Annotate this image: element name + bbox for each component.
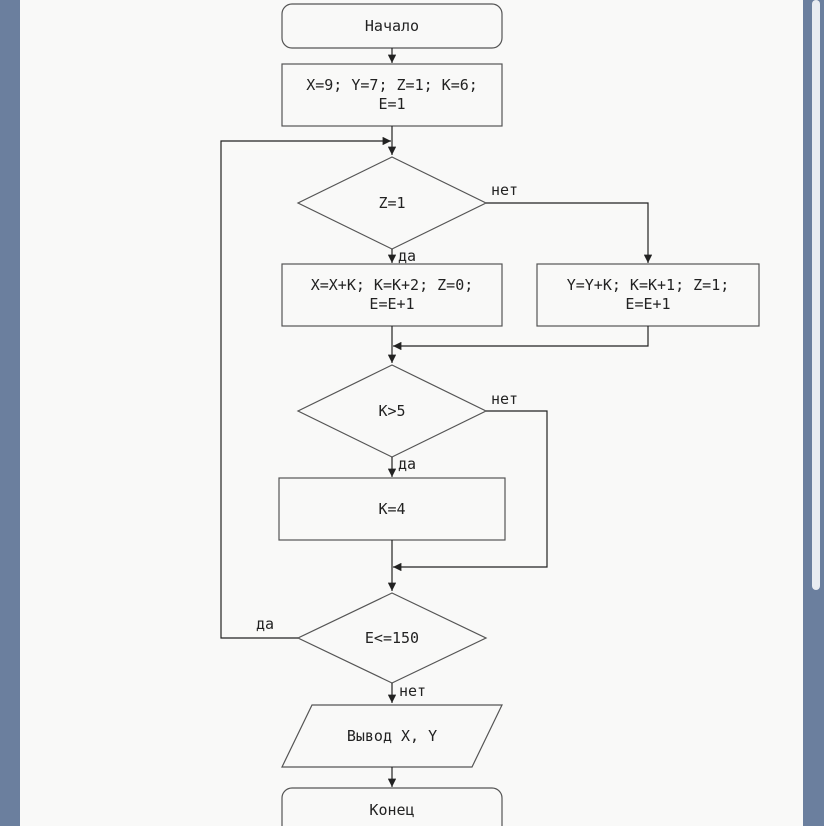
edge-cond1-no bbox=[486, 202, 653, 263]
process-yes-line2: E=E+1 bbox=[369, 295, 414, 313]
process-no-line2: E=E+1 bbox=[625, 295, 670, 313]
process-k4-label: K=4 bbox=[378, 500, 405, 518]
scrollbar-thumb[interactable] bbox=[812, 0, 820, 590]
process-no: Y=Y+K; K=K+1; Z=1; E=E+1 bbox=[536, 263, 760, 327]
init-label-line1: X=9; Y=7; Z=1; K=6; bbox=[306, 76, 478, 94]
edge-cond2-no bbox=[393, 410, 548, 572]
process-yes-line1: X=X+K; K=K+2; Z=0; bbox=[311, 276, 474, 294]
process-k4: K=4 bbox=[278, 477, 506, 541]
output-io: Вывод X, Y bbox=[281, 704, 503, 768]
output-label: Вывод X, Y bbox=[347, 727, 437, 745]
end-label: Конец bbox=[369, 801, 414, 819]
start-label: Начало bbox=[365, 17, 419, 35]
edge-cond3-yes-loop bbox=[220, 136, 391, 639]
left-border bbox=[0, 0, 20, 826]
end-terminator: Конец bbox=[281, 787, 503, 826]
process-no-line1: Y=Y+K; K=K+1; Z=1; bbox=[567, 276, 730, 294]
decision-e-label: E<=150 bbox=[365, 629, 419, 647]
init-process: X=9; Y=7; Z=1; K=6; E=1 bbox=[281, 63, 503, 127]
decision-z-no-label: нет bbox=[491, 181, 518, 199]
decision-z-label: Z=1 bbox=[378, 194, 405, 212]
decision-z-yes-label: да bbox=[398, 247, 416, 265]
decision-e-yes-label: да bbox=[256, 615, 274, 633]
decision-z: Z=1 bbox=[296, 156, 488, 250]
decision-k-yes-label: да bbox=[398, 455, 416, 473]
decision-e-no-label: нет bbox=[399, 682, 426, 700]
edge-process-no-merge bbox=[393, 326, 649, 351]
start-terminator: Начало bbox=[281, 3, 503, 49]
decision-k-no-label: нет bbox=[491, 390, 518, 408]
init-label-line2: E=1 bbox=[378, 95, 405, 113]
process-yes: X=X+K; K=K+2; Z=0; E=E+1 bbox=[281, 263, 503, 327]
decision-k: K>5 bbox=[296, 364, 488, 458]
decision-e: E<=150 bbox=[296, 592, 488, 684]
decision-k-label: K>5 bbox=[378, 402, 405, 420]
